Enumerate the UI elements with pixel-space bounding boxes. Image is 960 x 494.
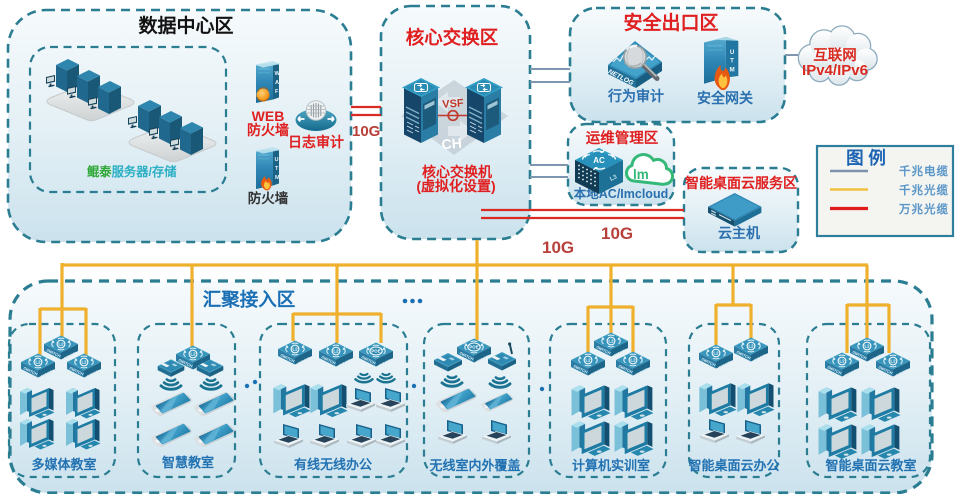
- svg-text:(虚拟化设置): (虚拟化设置): [416, 178, 495, 194]
- svg-text:核心交换机: 核心交换机: [422, 164, 492, 180]
- svg-text:图 例: 图 例: [846, 148, 886, 168]
- svg-text:IPv4/IPv6: IPv4/IPv6: [802, 62, 868, 79]
- svg-text:F: F: [275, 89, 279, 95]
- svg-text:智慧教室: 智慧教室: [162, 455, 214, 470]
- svg-text:多媒体教室: 多媒体教室: [31, 457, 96, 472]
- svg-text:防火墙: 防火墙: [248, 190, 289, 206]
- svg-text:W: W: [275, 71, 281, 77]
- svg-text:智能桌面云教室: 智能桌面云教室: [825, 458, 916, 473]
- svg-text:安全出口区: 安全出口区: [623, 11, 718, 34]
- svg-text:智能桌面云办公: 智能桌面云办公: [688, 458, 779, 473]
- svg-text:万兆光缆: 万兆光缆: [898, 202, 949, 216]
- svg-text:WEB: WEB: [252, 108, 285, 124]
- svg-text:数据中心区: 数据中心区: [138, 14, 233, 37]
- svg-text:10G: 10G: [352, 123, 380, 140]
- svg-text:T: T: [275, 166, 279, 172]
- svg-text:千兆光缆: 千兆光缆: [899, 183, 949, 197]
- svg-text:行为审计: 行为审计: [607, 88, 664, 104]
- svg-text:智能桌面云服务区: 智能桌面云服务区: [684, 175, 797, 191]
- svg-text:核心交换区: 核心交换区: [406, 27, 499, 48]
- svg-text:10G: 10G: [542, 238, 574, 257]
- svg-text:运维管理区: 运维管理区: [586, 129, 659, 147]
- svg-text:有线无线办公: 有线无线办公: [294, 457, 372, 472]
- svg-text:汇聚接入区: 汇聚接入区: [203, 289, 296, 310]
- svg-text:千兆电缆: 千兆电缆: [899, 164, 949, 178]
- svg-text:A: A: [275, 80, 279, 86]
- svg-text:互联网: 互联网: [813, 47, 857, 64]
- svg-text:U: U: [275, 157, 279, 163]
- svg-text:无线室内外覆盖: 无线室内外覆盖: [428, 458, 520, 473]
- svg-text:日志审计: 日志审计: [288, 134, 344, 150]
- svg-text:M: M: [275, 175, 280, 181]
- svg-text:鲲泰服务器/存储: 鲲泰服务器/存储: [87, 164, 177, 179]
- svg-text:防火墙: 防火墙: [247, 122, 289, 138]
- svg-text:计算机实训室: 计算机实训室: [572, 458, 650, 473]
- svg-text:安全网关: 安全网关: [697, 90, 753, 106]
- svg-text:云主机: 云主机: [718, 225, 760, 241]
- svg-text:10G: 10G: [601, 224, 633, 243]
